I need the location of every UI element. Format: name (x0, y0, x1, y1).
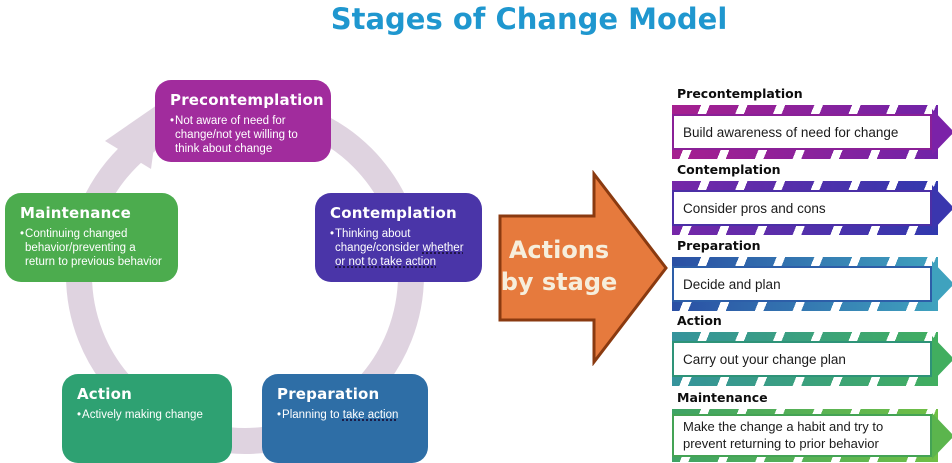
stage-bullet-text-plain: Thinking about change/consider (335, 228, 423, 255)
action-text: Consider pros and cons (683, 200, 826, 216)
bar-arrowhead-icon (932, 261, 952, 307)
big-arrow-label: Actions by stage (498, 170, 620, 362)
bullet-icon: • (330, 228, 335, 240)
stage-bullet-text-underlined: take action (342, 409, 399, 421)
action-stage-label: Maintenance (677, 390, 768, 405)
stage-bullet: • Not aware of need for change/not yet w… (170, 114, 319, 156)
stage-bullet: • Actively making change (77, 408, 220, 422)
action-item-maintenance: Maintenance Make the change a habit and … (672, 390, 952, 462)
cycle-arrowhead-icon (105, 103, 160, 169)
action-text: Build awareness of need for change (683, 124, 899, 140)
bar-arrowhead-icon (932, 336, 952, 382)
action-item-preparation: Preparation Decide and plan (672, 238, 952, 311)
bullet-icon: • (77, 409, 82, 421)
action-item-action: Action Carry out your change plan (672, 313, 952, 386)
action-text: Decide and plan (683, 276, 781, 292)
stage-bullet-text: Planning to take action (282, 408, 398, 422)
bullet-icon: • (20, 228, 25, 240)
action-bar: Consider pros and cons (672, 181, 952, 235)
stage-bullet: • Thinking about change/consider whether… (330, 227, 470, 269)
action-stage-label: Contemplation (677, 162, 781, 177)
bar-arrowhead-icon (932, 185, 952, 231)
stage-box-action: Action • Actively making change (62, 374, 232, 463)
stage-bullet-text: Not aware of need for change/not yet wil… (175, 115, 298, 156)
stage-box-preparation: Preparation • Planning to take action (262, 374, 428, 463)
stage-title: Maintenance (20, 204, 131, 222)
stage-bullet-text-plain: Planning to (282, 409, 343, 421)
stage-box-maintenance: Maintenance • Continuing changed behavio… (5, 193, 178, 282)
action-item-precontemplation: Precontemplation Build awareness of need… (672, 86, 952, 159)
action-text-box: Consider pros and cons (672, 190, 932, 226)
actions-by-stage-panel: Precontemplation Build awareness of need… (672, 84, 952, 463)
bar-arrowhead-icon (932, 109, 952, 155)
action-text: Make the change a habit and try to preve… (683, 419, 884, 451)
stage-title: Action (77, 385, 132, 403)
bar-arrowhead-icon (932, 412, 952, 459)
actions-by-stage-arrow (498, 170, 668, 366)
stage-bullet-text: Continuing changed behavior/preventing a… (25, 228, 162, 269)
action-text-box: Decide and plan (672, 266, 932, 302)
action-text-box: Build awareness of need for change (672, 114, 932, 150)
bullet-icon: • (170, 115, 175, 127)
action-text-box: Carry out your change plan (672, 341, 932, 377)
stage-bullet-text-underlined: whether or not to take action (335, 242, 464, 269)
big-arrow-label-line2: by stage (500, 268, 618, 296)
stage-title: Precontemplation (170, 91, 324, 109)
action-bar: Build awareness of need for change (672, 105, 952, 159)
action-stage-label: Precontemplation (677, 86, 803, 101)
action-text: Carry out your change plan (683, 351, 846, 367)
stage-box-precontemplation: Precontemplation • Not aware of need for… (155, 80, 331, 162)
stage-bullet-text: Thinking about change/consider whether o… (335, 227, 470, 269)
page-title: Stages of Change Model (330, 2, 728, 36)
action-bar: Carry out your change plan (672, 332, 952, 386)
stage-bullet: • Continuing changed behavior/preventing… (20, 227, 166, 269)
big-arrow-label-line1: Actions (508, 235, 610, 264)
big-arrow-shape (498, 170, 668, 366)
action-bar: Decide and plan (672, 257, 952, 311)
bullet-icon: • (277, 409, 282, 421)
stage-bullet: • Planning to take action (277, 408, 416, 422)
stage-title: Contemplation (330, 204, 457, 222)
action-stage-label: Action (677, 313, 722, 328)
stage-bullet-text: Actively making change (82, 409, 203, 421)
action-item-contemplation: Contemplation Consider pros and cons (672, 162, 952, 235)
action-stage-label: Preparation (677, 238, 761, 253)
action-bar: Make the change a habit and try to preve… (672, 409, 952, 462)
action-text-box: Make the change a habit and try to preve… (672, 414, 932, 457)
stage-box-contemplation: Contemplation • Thinking about change/co… (315, 193, 482, 282)
stage-title: Preparation (277, 385, 380, 403)
